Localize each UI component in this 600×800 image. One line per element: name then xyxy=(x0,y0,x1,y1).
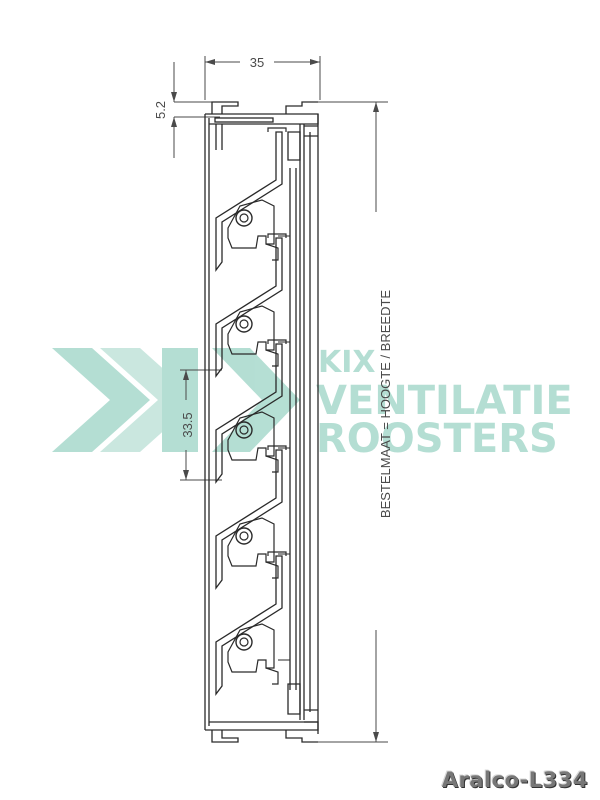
blade-1 xyxy=(215,127,291,271)
width-dimension xyxy=(204,56,321,100)
product-code-label: Aralco-L334 xyxy=(441,768,588,792)
watermark-brand-ventilatie: VENTILATIE xyxy=(316,378,573,424)
lip-dimension xyxy=(171,62,220,158)
height-dimension xyxy=(318,101,388,743)
blade-4 xyxy=(215,445,291,589)
width-dimension-label: 35 xyxy=(250,55,264,70)
watermark-logo xyxy=(52,348,300,452)
height-dimension-label: BESTELMAAT = HOOGTE / BREEDTE xyxy=(378,290,393,518)
lip-dimension-label: 5.2 xyxy=(153,101,168,119)
blade-5 xyxy=(215,551,291,695)
pitch-dimension xyxy=(180,369,222,481)
watermark-brand-roosters: ROOSTERS xyxy=(316,416,558,462)
frame-profile xyxy=(204,101,319,743)
watermark-brand-kix: KIX xyxy=(318,345,376,380)
pitch-dimension-label: 33.5 xyxy=(180,412,195,437)
